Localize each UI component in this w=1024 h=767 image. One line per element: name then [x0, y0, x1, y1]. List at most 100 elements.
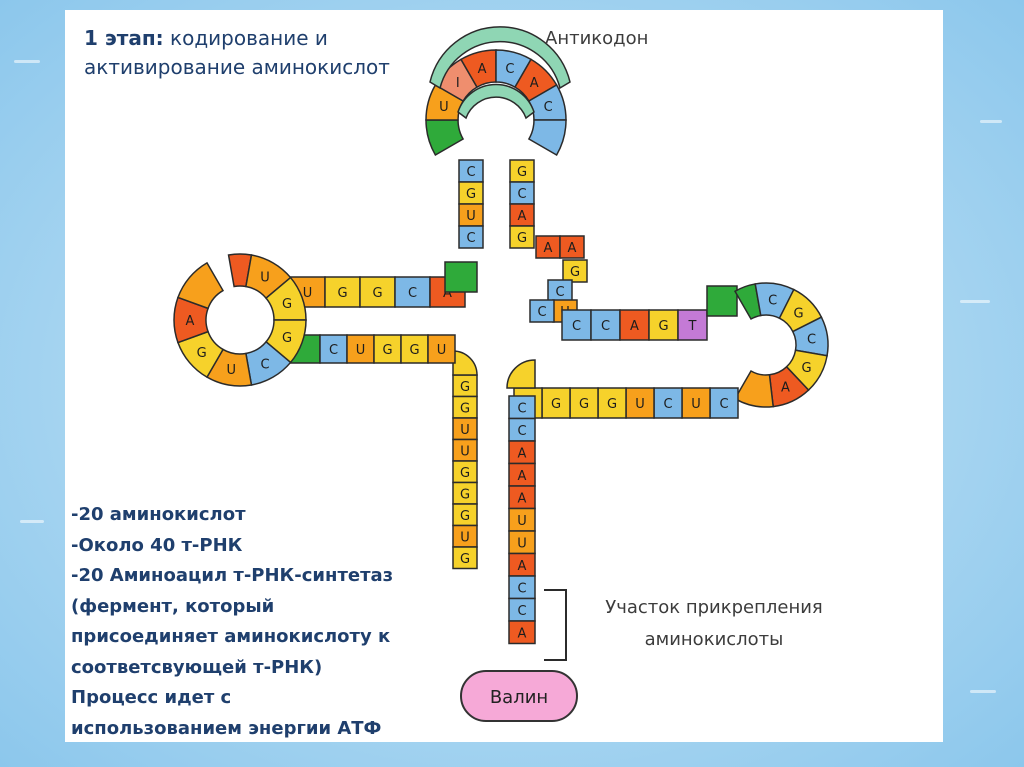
- nucleotide-letter: U: [517, 514, 527, 529]
- nucleotide-letter: A: [518, 491, 527, 506]
- nucleotide-C: C: [459, 226, 483, 248]
- nucleotide-letter: G: [372, 286, 382, 301]
- note-line: присоединяет аминокислоту к: [71, 622, 471, 653]
- nucleotide-G: G: [598, 388, 626, 418]
- nucleotide-C: C: [509, 396, 535, 419]
- nucleotide-letter: U: [460, 444, 470, 459]
- nucleotide-letter: C: [719, 397, 728, 412]
- nucleotide-block: [445, 262, 477, 292]
- nucleotide-block: [735, 371, 773, 407]
- nucleotide-letter: A: [568, 241, 577, 256]
- nucleotide-letter: A: [518, 626, 527, 641]
- nucleotide-letter: C: [537, 305, 546, 320]
- note-line: -20 аминокислот: [71, 500, 471, 531]
- nucleotide-letter: U: [635, 397, 645, 412]
- nucleotide-letter: A: [518, 446, 527, 461]
- nucleotide-letter: C: [517, 581, 526, 596]
- nucleotide-U: U: [347, 335, 374, 363]
- nucleotide-block: [426, 120, 463, 155]
- nucleotide-C: C: [654, 388, 682, 418]
- nucleotide-A: A: [560, 236, 584, 258]
- attachment-site-label-line2: аминокислоты: [584, 624, 844, 656]
- nucleotide-letter: G: [460, 466, 470, 481]
- nucleotide-C: C: [459, 160, 483, 182]
- nucleotide-letter: G: [570, 265, 580, 280]
- nucleotide-C: C: [710, 388, 738, 418]
- nucleotide-letter: G: [801, 361, 811, 376]
- nucleotide-letter: G: [460, 380, 470, 395]
- nucleotide-block: [529, 120, 566, 155]
- nucleotide-letter: C: [408, 286, 417, 301]
- nucleotide-U: U: [459, 204, 483, 226]
- nucleotide-G: G: [563, 260, 587, 282]
- nucleotide-letter: U: [691, 397, 701, 412]
- nucleotide-letter: G: [607, 397, 617, 412]
- nucleotide-letter: C: [517, 187, 526, 202]
- notes-list: -20 аминокислот -Около 40 т-РНК -20 Амин…: [71, 500, 471, 744]
- nucleotide-A: A: [509, 441, 535, 464]
- nucleotide-G: G: [649, 310, 678, 340]
- nucleotide-letter: U: [356, 343, 366, 358]
- note-line: -Около 40 т-РНК: [71, 531, 471, 562]
- nucleotide-letter: C: [329, 343, 338, 358]
- nucleotide-A: A: [510, 204, 534, 226]
- nucleotide-G: G: [459, 182, 483, 204]
- note-line: (фермент, который: [71, 592, 471, 623]
- nucleotide-G: G: [453, 461, 477, 483]
- note-line: использованием энергии АТФ: [71, 714, 471, 745]
- attachment-site-bracket: [544, 590, 566, 660]
- nucleotide-letter: G: [337, 286, 347, 301]
- nucleotide-letter: G: [658, 319, 668, 334]
- nucleotide-letter: C: [544, 100, 553, 115]
- nucleotide-letter: U: [303, 286, 313, 301]
- nucleotide-U: U: [626, 388, 654, 418]
- note-line: соответсвующей т-РНК): [71, 653, 471, 684]
- nucleotide-letter: C: [768, 293, 777, 308]
- nucleotide-letter: C: [663, 397, 672, 412]
- stage-title: 1 этап: кодирование и активирование амин…: [84, 24, 424, 82]
- nucleotide-A: A: [509, 486, 535, 509]
- nucleotide-letter: A: [518, 559, 527, 574]
- nucleotide-letter: C: [466, 231, 475, 246]
- nucleotide-letter: G: [382, 343, 392, 358]
- nucleotide-letter: A: [518, 209, 527, 224]
- nucleotide-C: C: [562, 310, 591, 340]
- nucleotide-G: G: [453, 375, 477, 397]
- nucleotide-C: C: [510, 182, 534, 204]
- nucleotide-block: [453, 351, 477, 375]
- nucleotide-letter: A: [478, 62, 487, 77]
- nucleotide-letter: G: [579, 397, 589, 412]
- nucleotide-block: [707, 286, 737, 316]
- nucleotide-U: U: [509, 509, 535, 532]
- nucleotide-letter: A: [630, 319, 639, 334]
- nucleotide-A: A: [509, 464, 535, 487]
- nucleotide-letter: C: [517, 401, 526, 416]
- nucleotide-letter: A: [530, 76, 539, 91]
- nucleotide-letter: C: [601, 319, 610, 334]
- nucleotide-A: A: [509, 554, 535, 577]
- nucleotide-letter: A: [186, 314, 195, 329]
- note-line: -20 Аминоацил т-РНК-синтетаз: [71, 561, 471, 592]
- nucleotide-G: G: [510, 160, 534, 182]
- nucleotide-T: T: [678, 310, 707, 340]
- nucleotide-G: G: [453, 397, 477, 419]
- nucleotide-G: G: [360, 277, 395, 307]
- anticodon-label: Антикодон: [545, 28, 648, 49]
- nucleotide-letter: C: [466, 165, 475, 180]
- nucleotide-C: C: [548, 280, 572, 302]
- nucleotide-G: G: [570, 388, 598, 418]
- nucleotide-letter: C: [572, 319, 581, 334]
- nucleotide-letter: U: [460, 423, 470, 438]
- nucleotide-letter: A: [544, 241, 553, 256]
- nucleotide-G: G: [401, 335, 428, 363]
- nucleotide-letter: U: [517, 536, 527, 551]
- nucleotide-letter: A: [518, 469, 527, 484]
- nucleotide-letter: C: [807, 332, 816, 347]
- nucleotide-letter: U: [437, 343, 447, 358]
- nucleotide-letter: C: [505, 62, 514, 77]
- stage-title-line1: кодирование и: [170, 26, 328, 50]
- nucleotide-U: U: [682, 388, 710, 418]
- nucleotide-letter: U: [260, 271, 270, 286]
- nucleotide-letter: G: [517, 165, 527, 180]
- nucleotide-letter: G: [197, 346, 207, 361]
